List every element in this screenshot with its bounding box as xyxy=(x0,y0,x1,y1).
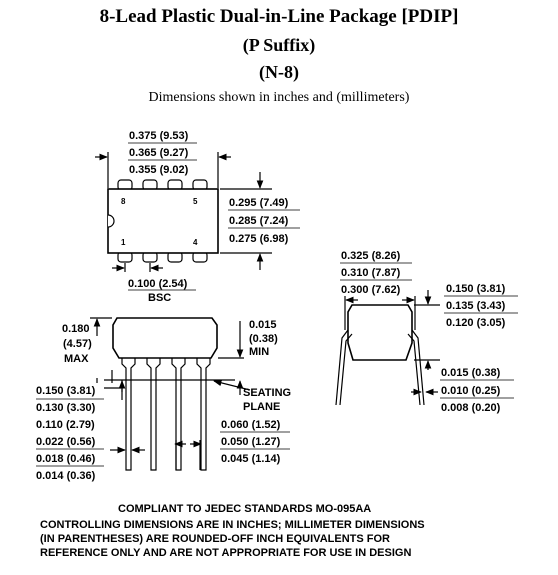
length-nom-label: 0.365 (9.27) xyxy=(129,147,189,159)
thickness-nom-label: 0.010 (0.25) xyxy=(441,385,501,397)
lead-length-max-label: 0.150 (3.81) xyxy=(36,385,96,397)
controlling-dimensions-note-3: REFERENCE ONLY AND ARE NOT APPROPRIATE F… xyxy=(40,547,412,559)
standoff-label: 0.015 xyxy=(249,319,277,331)
width-min-label: 0.275 (6.98) xyxy=(229,233,289,245)
end-height-max-label: 0.150 (3.81) xyxy=(446,283,506,295)
span-max-label: 0.325 (8.26) xyxy=(341,250,401,262)
span-nom-label: 0.310 (7.87) xyxy=(341,267,401,279)
controlling-dimensions-note-1: CONTROLLING DIMENSIONS ARE IN INCHES; MI… xyxy=(40,519,425,531)
seating-plane-label-2: PLANE xyxy=(243,401,280,413)
top-view xyxy=(95,142,300,291)
end-height-nom-label: 0.135 (3.43) xyxy=(446,300,506,312)
end-height-min-label: 0.120 (3.05) xyxy=(446,317,506,329)
pin-5-label: 5 xyxy=(193,197,198,206)
jedec-compliance-note: COMPLIANT TO JEDEC STANDARDS MO-095AA xyxy=(118,503,372,515)
package-suffix: (P Suffix) xyxy=(242,35,316,55)
pin-pitch-label: 0.100 (2.54) xyxy=(128,278,188,290)
lead-width-min-label: 0.014 (0.36) xyxy=(36,470,96,482)
shoulder-min-label: 0.045 (1.14) xyxy=(221,453,281,465)
lead-length-nom-label: 0.130 (3.30) xyxy=(36,402,96,414)
shoulder-nom-label: 0.050 (1.27) xyxy=(221,436,281,448)
thickness-min-label: 0.008 (0.20) xyxy=(441,402,501,414)
pin-8-label: 8 xyxy=(121,197,126,206)
standoff-mm-label: (0.38) xyxy=(249,333,278,345)
width-nom-label: 0.285 (7.24) xyxy=(229,215,289,227)
pin-pitch-note: BSC xyxy=(148,292,171,304)
seating-plane-label-1: SEATING xyxy=(243,387,291,399)
package-outline-drawing: 0.375 (9.53) 0.365 (9.27) 0.355 (9.02) 0… xyxy=(36,130,518,482)
shoulder-max-label: 0.060 (1.52) xyxy=(221,419,281,431)
pin-4-label: 4 xyxy=(193,238,198,247)
length-min-label: 0.355 (9.02) xyxy=(129,164,189,176)
height-max-note: MAX xyxy=(64,353,89,365)
height-max-label: 0.180 xyxy=(62,323,90,335)
lead-width-max-label: 0.022 (0.56) xyxy=(36,436,96,448)
pin-1-label: 1 xyxy=(121,238,126,247)
units-subtitle: Dimensions shown in inches and (millimet… xyxy=(148,90,410,105)
package-code: (N-8) xyxy=(259,62,299,82)
lead-length-min-label: 0.110 (2.79) xyxy=(36,419,95,431)
height-max-mm-label: (4.57) xyxy=(63,338,92,350)
span-min-label: 0.300 (7.62) xyxy=(341,284,401,296)
length-max-label: 0.375 (9.53) xyxy=(129,130,189,142)
width-max-label: 0.295 (7.49) xyxy=(229,197,289,209)
lead-width-nom-label: 0.018 (0.46) xyxy=(36,453,96,465)
standoff-note: MIN xyxy=(249,346,269,358)
thickness-max-label: 0.015 (0.38) xyxy=(441,367,501,379)
controlling-dimensions-note-2: (IN PARENTHESES) ARE ROUNDED-OFF INCH EQ… xyxy=(40,533,390,545)
end-view xyxy=(335,262,518,406)
side-view xyxy=(36,317,290,471)
package-title: 8-Lead Plastic Dual-in-Line Package [PDI… xyxy=(99,6,459,27)
